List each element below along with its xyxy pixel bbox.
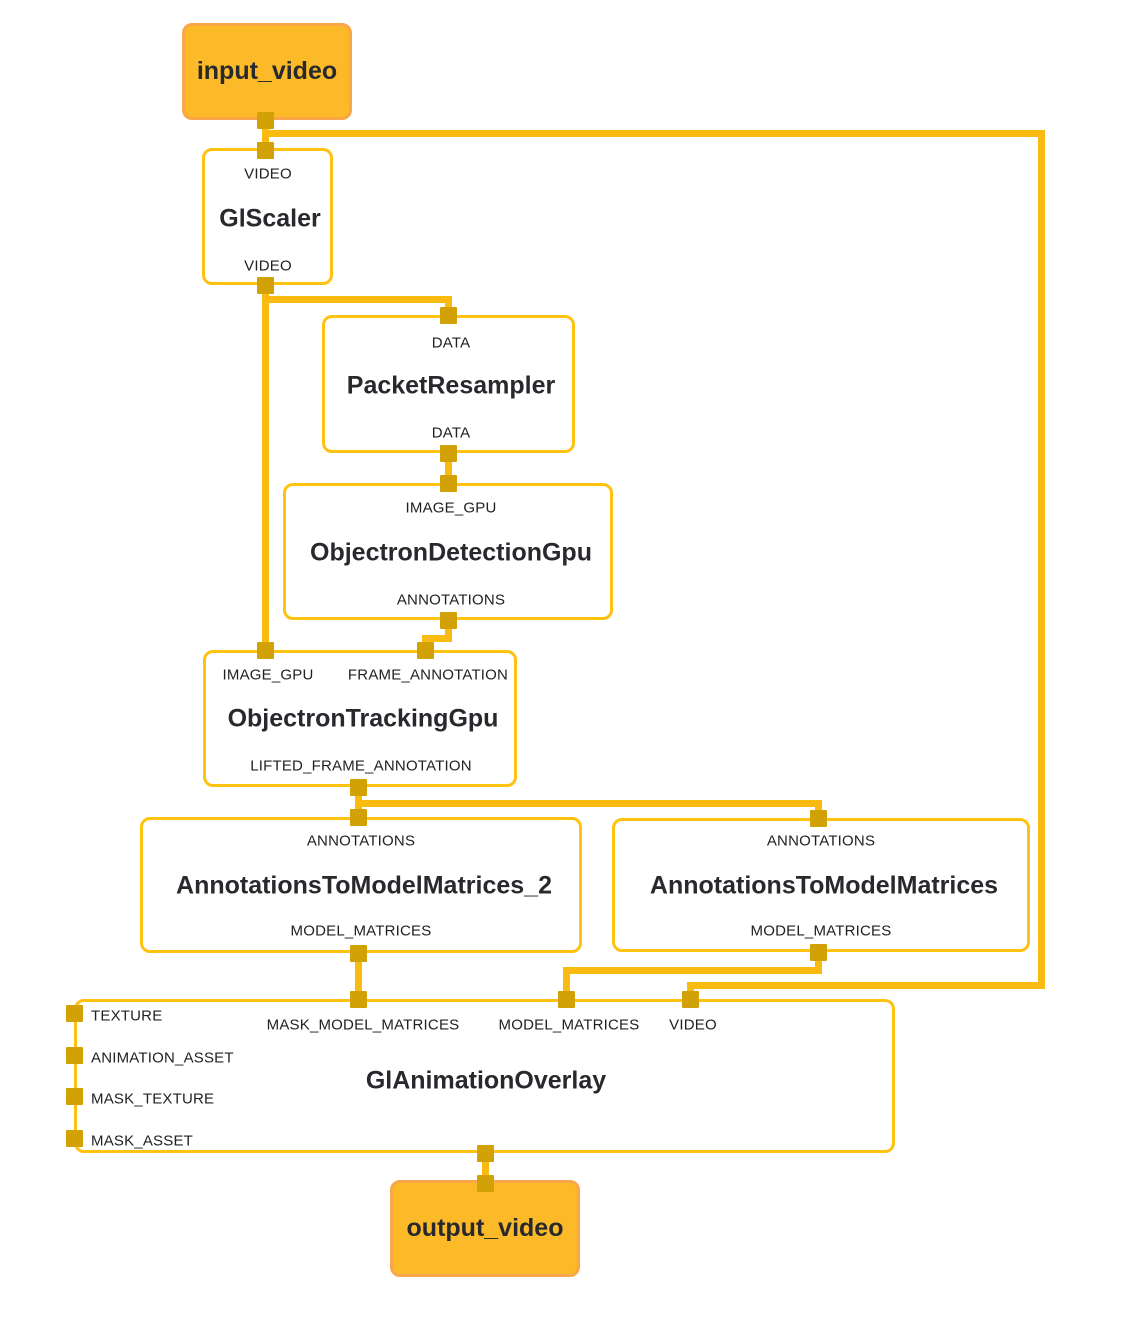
port-overlay-maskmodelmatrices-in: [349, 990, 367, 1008]
output-port-label: LIFTED_FRAME_ANNOTATION: [250, 757, 472, 775]
port-tracking-lifted-out: [349, 778, 367, 796]
node-title: ObjectronTrackingGpu: [227, 704, 499, 733]
edge-detection-tracking-h: [421, 634, 452, 642]
input-port-label: FRAME_ANNOTATION: [347, 666, 509, 684]
port-packetresampler-data-out: [439, 444, 457, 462]
node-title: PacketResampler: [346, 371, 556, 400]
input-port-label: DATA: [431, 334, 471, 352]
port-glscaler-video-out: [256, 276, 274, 294]
side-input-port-label: MASK_ASSET: [91, 1132, 194, 1150]
node-input-video[interactable]: input_video: [182, 23, 352, 120]
port-overlay-texture-in: [65, 1004, 83, 1022]
port-overlay-out: [476, 1144, 494, 1162]
output-port-label: VIDEO: [244, 257, 292, 275]
node-title: GlAnimationOverlay: [365, 1066, 607, 1095]
node-output-video[interactable]: output_video: [390, 1180, 580, 1277]
edge-detection-tracking-v1: [444, 620, 452, 641]
port-a2m-annotations-in: [809, 809, 827, 827]
node-packet-resampler[interactable]: DATA PacketResampler DATA: [322, 315, 575, 453]
side-input-port-label: MASK_TEXTURE: [91, 1090, 215, 1108]
edge-glscaler-packetresampler-h: [261, 296, 452, 303]
edge-glscaler-tracking: [261, 285, 269, 650]
edge-tracking-a2m-h: [354, 799, 822, 807]
edge-packetresampler-detection: [444, 453, 452, 483]
edge-inputvideo-video-v1: [1037, 129, 1045, 989]
port-detection-annotations-out: [439, 611, 457, 629]
node-gl-scaler[interactable]: VIDEO GlScaler VIDEO: [202, 148, 333, 285]
output-port-label: DATA: [431, 424, 471, 442]
edge-inputvideo-video-h2: [686, 981, 1045, 989]
node-annotations-to-model-matrices-2[interactable]: ANNOTATIONS AnnotationsToModelMatrices_2…: [140, 817, 582, 953]
port-tracking-frameannotation-in: [416, 641, 434, 659]
edge-a2m-overlay-v2: [562, 967, 570, 999]
node-objectron-tracking-gpu[interactable]: IMAGE_GPU FRAME_ANNOTATION ObjectronTrac…: [203, 650, 517, 787]
side-input-port-label: ANIMATION_ASSET: [91, 1049, 234, 1067]
node-title: AnnotationsToModelMatrices_2: [176, 871, 552, 900]
input-port-label: ANNOTATIONS: [306, 832, 416, 850]
edge-overlay-outputvideo: [481, 1153, 489, 1183]
port-glscaler-video-in: [256, 141, 274, 159]
edge-tracking-a2m-v: [814, 799, 822, 819]
port-a2m2-annotations-in: [349, 808, 367, 826]
port-packetresampler-data-in: [439, 306, 457, 324]
edge-a2m-overlay-v1: [814, 952, 822, 974]
node-objectron-detection-gpu[interactable]: IMAGE_GPU ObjectronDetectionGpu ANNOTATI…: [283, 483, 613, 620]
node-gl-animation-overlay[interactable]: MASK_MODEL_MATRICES MODEL_MATRICES VIDEO…: [74, 999, 895, 1153]
node-title: ObjectronDetectionGpu: [310, 538, 592, 567]
side-input-port-label: TEXTURE: [91, 1007, 163, 1025]
node-title: output_video: [406, 1214, 564, 1242]
port-detection-imagegpu-in: [439, 474, 457, 492]
edge-glscaler-packetresampler-v2: [444, 296, 452, 315]
port-a2m2-modelmatrices-out: [349, 944, 367, 962]
port-tracking-imagegpu-in: [256, 641, 274, 659]
input-port-label: VIDEO: [244, 165, 292, 183]
node-title: AnnotationsToModelMatrices: [649, 871, 999, 900]
input-port-label: IMAGE_GPU: [405, 499, 497, 517]
input-port-label: MASK_MODEL_MATRICES: [266, 1016, 460, 1034]
node-title: input_video: [196, 57, 338, 85]
input-port-label: MODEL_MATRICES: [498, 1016, 640, 1034]
output-port-label: MODEL_MATRICES: [750, 922, 892, 940]
port-overlay-masktexture-in: [65, 1087, 83, 1105]
port-overlay-maskasset-in: [65, 1129, 83, 1147]
port-overlay-video-in: [681, 990, 699, 1008]
node-title: GlScaler: [219, 204, 321, 233]
edge-inputvideo-video-h1: [261, 129, 1045, 137]
edge-a2m2-overlay: [354, 953, 362, 999]
input-port-label: IMAGE_GPU: [222, 666, 314, 684]
port-overlay-modelmatrices-in: [557, 990, 575, 1008]
port-a2m-modelmatrices-out: [809, 943, 827, 961]
input-port-label: ANNOTATIONS: [766, 832, 876, 850]
edge-a2m-overlay-h: [562, 967, 822, 974]
port-outputvideo-in: [476, 1174, 494, 1192]
output-port-label: ANNOTATIONS: [396, 591, 506, 609]
port-overlay-animationasset-in: [65, 1046, 83, 1064]
port-inputvideo-out: [256, 111, 274, 129]
output-port-label: MODEL_MATRICES: [290, 922, 432, 940]
node-annotations-to-model-matrices[interactable]: ANNOTATIONS AnnotationsToModelMatrices M…: [612, 818, 1030, 952]
input-port-label: VIDEO: [669, 1016, 717, 1034]
